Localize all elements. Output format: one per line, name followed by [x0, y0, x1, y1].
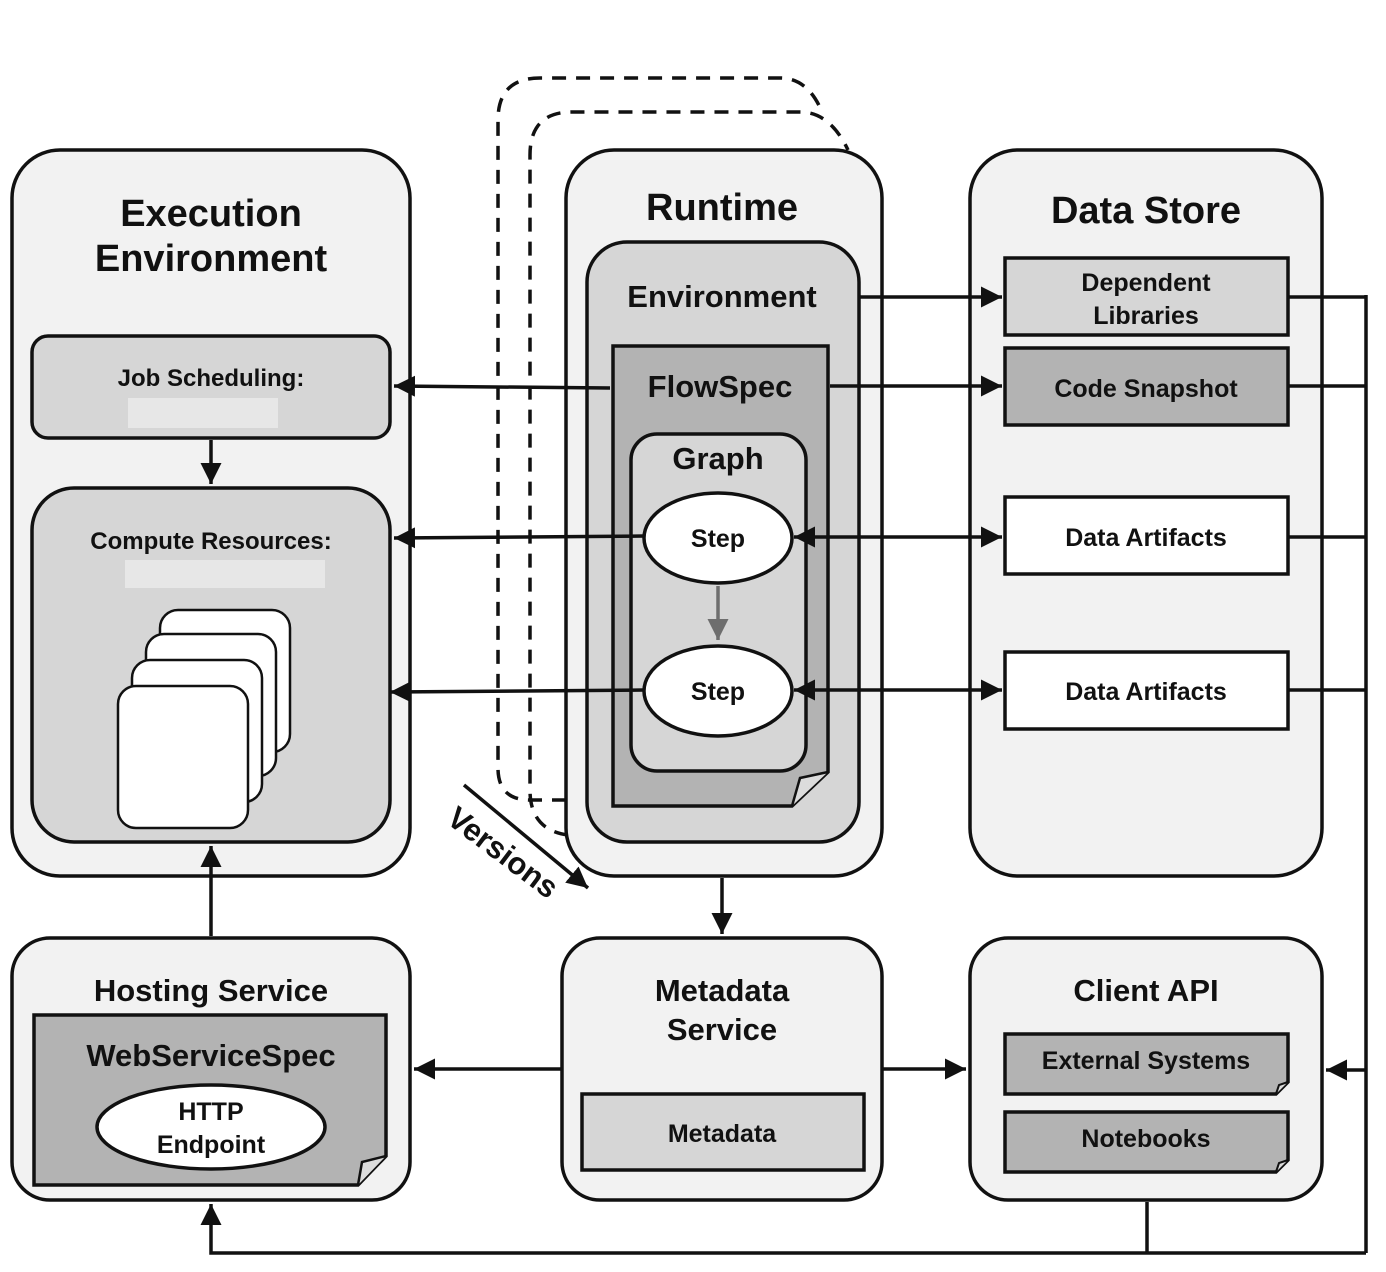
step-to-compute-arrow: [393, 527, 645, 549]
execution-title-line1: Execution: [120, 193, 302, 235]
compute-node-card: [116, 684, 250, 830]
runtime-title: Runtime: [646, 187, 798, 229]
code-snapshot-box: Code Snapshot: [1003, 346, 1290, 427]
notebooks-document: Notebooks: [1003, 1110, 1290, 1174]
data-artifacts-label-1: Data Artifacts: [1065, 524, 1227, 552]
graph-label: Graph: [672, 441, 763, 476]
step-to-compute-arrow-2: [389, 681, 645, 703]
execution-title-line2: Environment: [95, 238, 328, 280]
http-endpoint-line1: HTTP: [178, 1098, 243, 1126]
bottom-return-to-hosting-arrow: [200, 1204, 1366, 1255]
redacted-text-block: [128, 398, 278, 428]
hosting-service-title: Hosting Service: [94, 973, 328, 1008]
metadata-service-panel: Metadata Service Metadata: [560, 936, 884, 1202]
dependent-libraries-box: Dependent Libraries: [1003, 256, 1290, 337]
external-systems-document: External Systems: [1003, 1032, 1290, 1096]
http-endpoint-node: HTTP Endpoint: [95, 1083, 327, 1171]
compute-resources-label: Compute Resources:: [90, 528, 331, 555]
version-outline-front: [528, 110, 850, 837]
code-snapshot-label: Code Snapshot: [1054, 375, 1238, 403]
environment-label: Environment: [627, 279, 816, 314]
dependent-libraries-line1: Dependent: [1081, 269, 1211, 297]
client-api-panel: Client API External Systems Notebooks: [968, 936, 1324, 1202]
notebooks-label: Notebooks: [1081, 1125, 1210, 1153]
step-node-1: Step: [642, 491, 794, 585]
compute-resources-box: Compute Resources:: [30, 486, 392, 844]
metadata-service-title-line1: Metadata: [655, 973, 790, 1008]
execution-environment-panel: Execution Environment Job Scheduling: Co…: [10, 148, 412, 878]
data-artifacts-label-2: Data Artifacts: [1065, 678, 1227, 706]
dependent-libraries-line2: Libraries: [1093, 302, 1199, 330]
data-store-panel: Data Store Dependent Libraries Code Snap…: [968, 148, 1324, 878]
version-outline-back: [496, 76, 824, 802]
flowspec-to-job-scheduling-arrow: [393, 375, 611, 397]
data-store-title: Data Store: [1051, 190, 1241, 232]
external-systems-label: External Systems: [1042, 1047, 1250, 1075]
data-artifacts-box-2: Data Artifacts: [1003, 650, 1290, 731]
job-scheduling-label: Job Scheduling:: [118, 365, 305, 392]
webservicespec-label: WebServiceSpec: [86, 1038, 335, 1073]
flowspec-label: FlowSpec: [648, 369, 793, 404]
hosting-service-panel: Hosting Service WebServiceSpec HTTP Endp…: [10, 936, 412, 1202]
metadata-service-title-line2: Service: [667, 1012, 777, 1047]
step-label-1: Step: [691, 525, 745, 553]
job-scheduling-box: Job Scheduling:: [30, 334, 392, 440]
data-artifacts-box-1: Data Artifacts: [1003, 495, 1290, 576]
versions-arrow: [462, 783, 590, 890]
redacted-text-block: [125, 560, 325, 588]
metadata-store-box: Metadata: [580, 1092, 866, 1172]
runtime-panel: Runtime Environment FlowSpec Graph Step …: [564, 148, 884, 878]
client-api-title: Client API: [1073, 973, 1218, 1008]
metadata-store-label: Metadata: [668, 1120, 777, 1148]
http-endpoint-line2: Endpoint: [157, 1131, 266, 1159]
step-node-2: Step: [642, 644, 794, 738]
step-label-2: Step: [691, 678, 745, 706]
